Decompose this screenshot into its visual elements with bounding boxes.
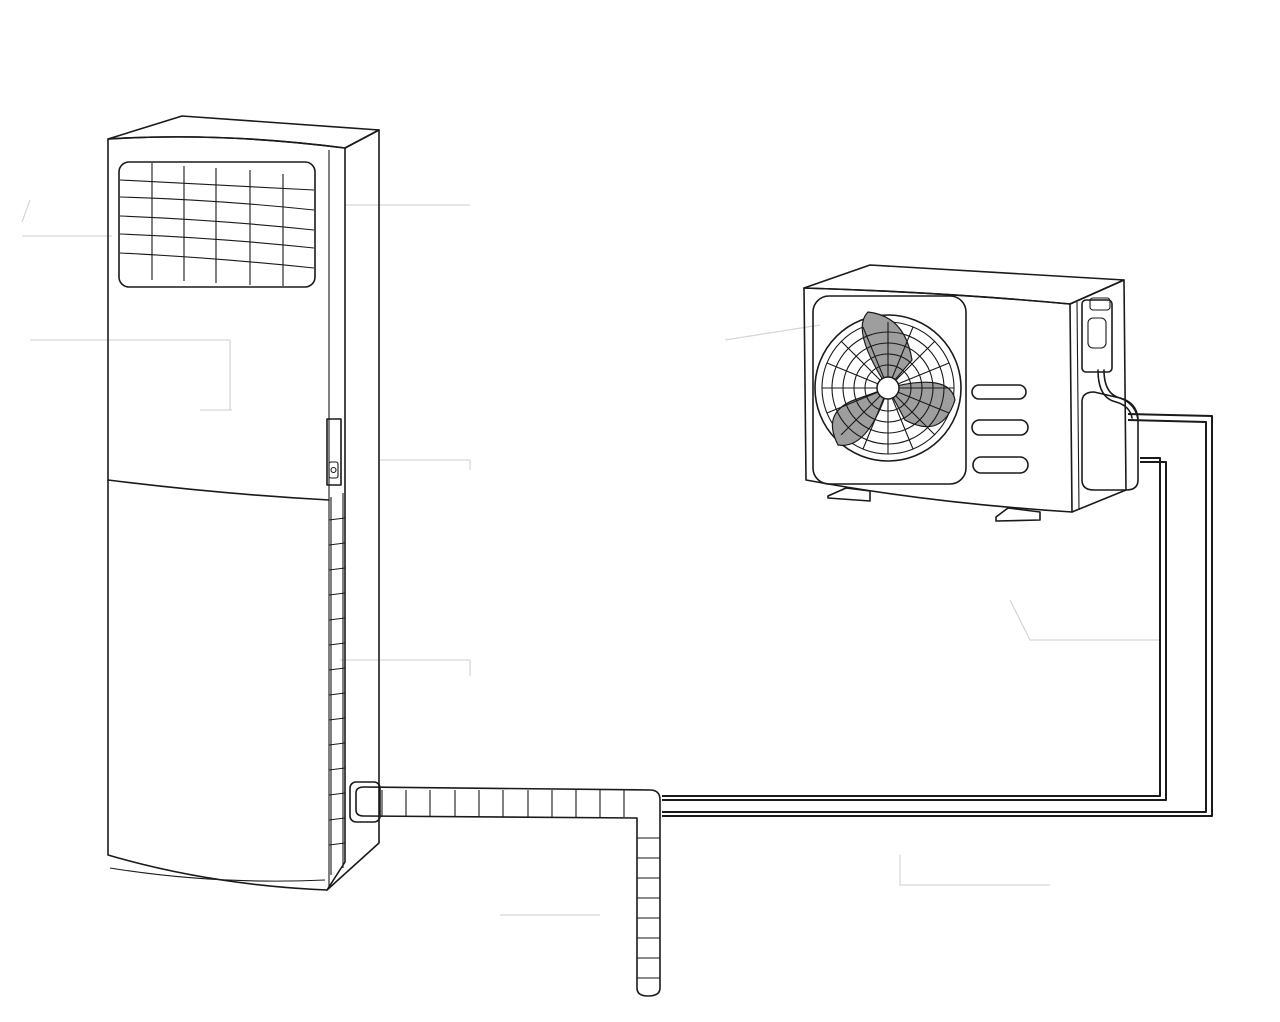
outdoor-unit-icon xyxy=(803,264,1139,522)
outdoor-vent-slots xyxy=(971,384,1029,474)
outdoor-electrical-box xyxy=(1081,297,1139,419)
outdoor-foot-left xyxy=(827,487,871,502)
indoor-side-vent-grid xyxy=(328,493,346,875)
refrigerant-pipes-icon xyxy=(662,413,1213,817)
outdoor-unit-side xyxy=(1069,279,1127,513)
fan-grille xyxy=(822,322,954,454)
outdoor-unit-top xyxy=(803,264,1125,305)
outdoor-foot-right xyxy=(995,507,1041,522)
service-valve-cover xyxy=(1081,391,1139,491)
indoor-unit-front xyxy=(107,136,346,891)
faint-leader-lines xyxy=(21,199,1160,916)
indoor-unit-side xyxy=(326,129,380,891)
drain-hose-icon xyxy=(355,786,661,997)
indoor-unit-top xyxy=(107,115,380,149)
indoor-air-outlet-grille xyxy=(118,161,316,288)
indoor-pipe-socket xyxy=(349,781,381,823)
fan-hub xyxy=(876,376,900,400)
indoor-unit-icon xyxy=(107,115,381,891)
indoor-control-panel xyxy=(326,418,342,486)
